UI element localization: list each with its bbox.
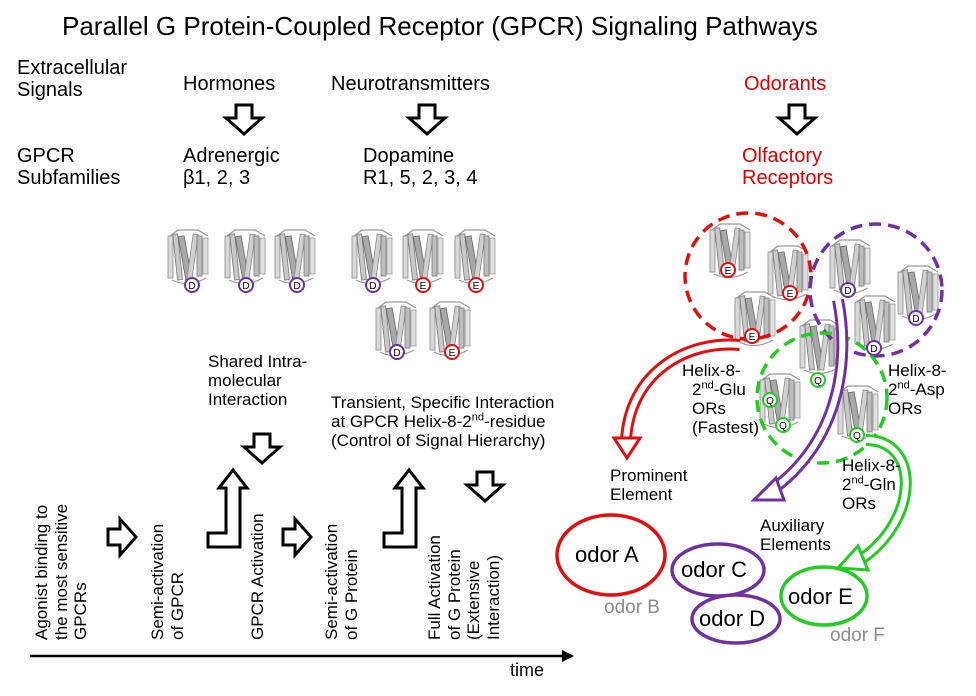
residue-marker [238, 277, 254, 293]
residue-marker [849, 427, 865, 443]
residue-marker [444, 344, 460, 360]
residue-letter: D [912, 314, 919, 325]
page-title: Parallel G Protein-Coupled Receptor (GPC… [62, 11, 818, 41]
odor-e-ellipse [779, 565, 869, 627]
signal-odorants: Odorants [744, 73, 827, 95]
label-gln-ors: Helix-8- 2nd-Gln ORs [842, 456, 901, 514]
residue-letter: E [449, 348, 456, 359]
odor-e: odor E [788, 584, 853, 609]
label-glu-ors: Helix-8- 2nd-Glu ORs (Fastest) [682, 361, 760, 438]
gln-to-odor-e-arrow-icon [834, 434, 912, 572]
odor-a-ellipse [555, 513, 667, 597]
residue-letter: E [787, 289, 794, 300]
right-arrow-icon [106, 515, 314, 559]
residue-marker [866, 340, 882, 356]
residue-marker [762, 392, 778, 408]
residue-letter: E [420, 281, 427, 292]
residue-marker [840, 282, 856, 298]
residue-marker [720, 262, 736, 278]
residue-letter: D [844, 286, 851, 297]
down-arrow-icon [222, 103, 819, 504]
residue-letter: D [393, 348, 400, 359]
step-gpcr-activation: GPCR Activation [248, 513, 267, 640]
residue-marker [775, 417, 791, 433]
residue-marker [365, 277, 381, 293]
residue-letter: E [725, 266, 732, 277]
residue-letter: Q [779, 421, 787, 432]
odor-b: odor B [604, 597, 660, 618]
label-asp-ors: Helix-8- 2nd-Asp ORs [888, 361, 947, 419]
gln-or-group-circle [755, 331, 889, 465]
residue-letter: D [242, 281, 249, 292]
residue-letter: D [188, 281, 195, 292]
odor-d-ellipse [690, 593, 782, 645]
residue-letter: D [870, 344, 877, 355]
residue-marker [782, 285, 798, 301]
residue-letter: D [293, 281, 300, 292]
glu-to-prominent-arrow-icon [611, 338, 741, 461]
asp-or-group-circle [808, 222, 944, 358]
residue-marker [289, 277, 305, 293]
residue-marker [415, 277, 431, 293]
step-up-arrow-icon [206, 467, 427, 549]
asp-to-auxiliary-arrow-icon [750, 298, 849, 502]
odor-d: odor D [699, 606, 766, 631]
residue-markers: D D D D E E D E E E E D D D Q Q Q Q [184, 262, 924, 443]
residue-marker [184, 277, 200, 293]
residue-marker [908, 310, 924, 326]
residue-letter: Q [814, 376, 822, 387]
signal-hormones: Hormones [183, 73, 276, 95]
residue-marker [468, 277, 484, 293]
odor-f: odor F [830, 625, 885, 646]
signal-neurotransmitters: Neurotransmitters [331, 73, 490, 95]
residue-letter: D [369, 281, 376, 292]
time-axis-label: time [510, 660, 545, 680]
odor-a: odor A [575, 542, 639, 567]
residue-letter: E [473, 281, 480, 292]
residue-marker [810, 372, 826, 388]
residue-marker [744, 328, 760, 344]
adrenergic-receptor-structures [167, 229, 316, 285]
residue-letter: E [749, 332, 756, 343]
note-transient-interaction: Transient, Specific Interaction at GPCR … [331, 393, 555, 451]
residue-letter: Q [766, 396, 774, 407]
residue-letter: Q [853, 431, 861, 442]
residue-marker [389, 344, 405, 360]
odor-c: odor C [681, 557, 748, 582]
